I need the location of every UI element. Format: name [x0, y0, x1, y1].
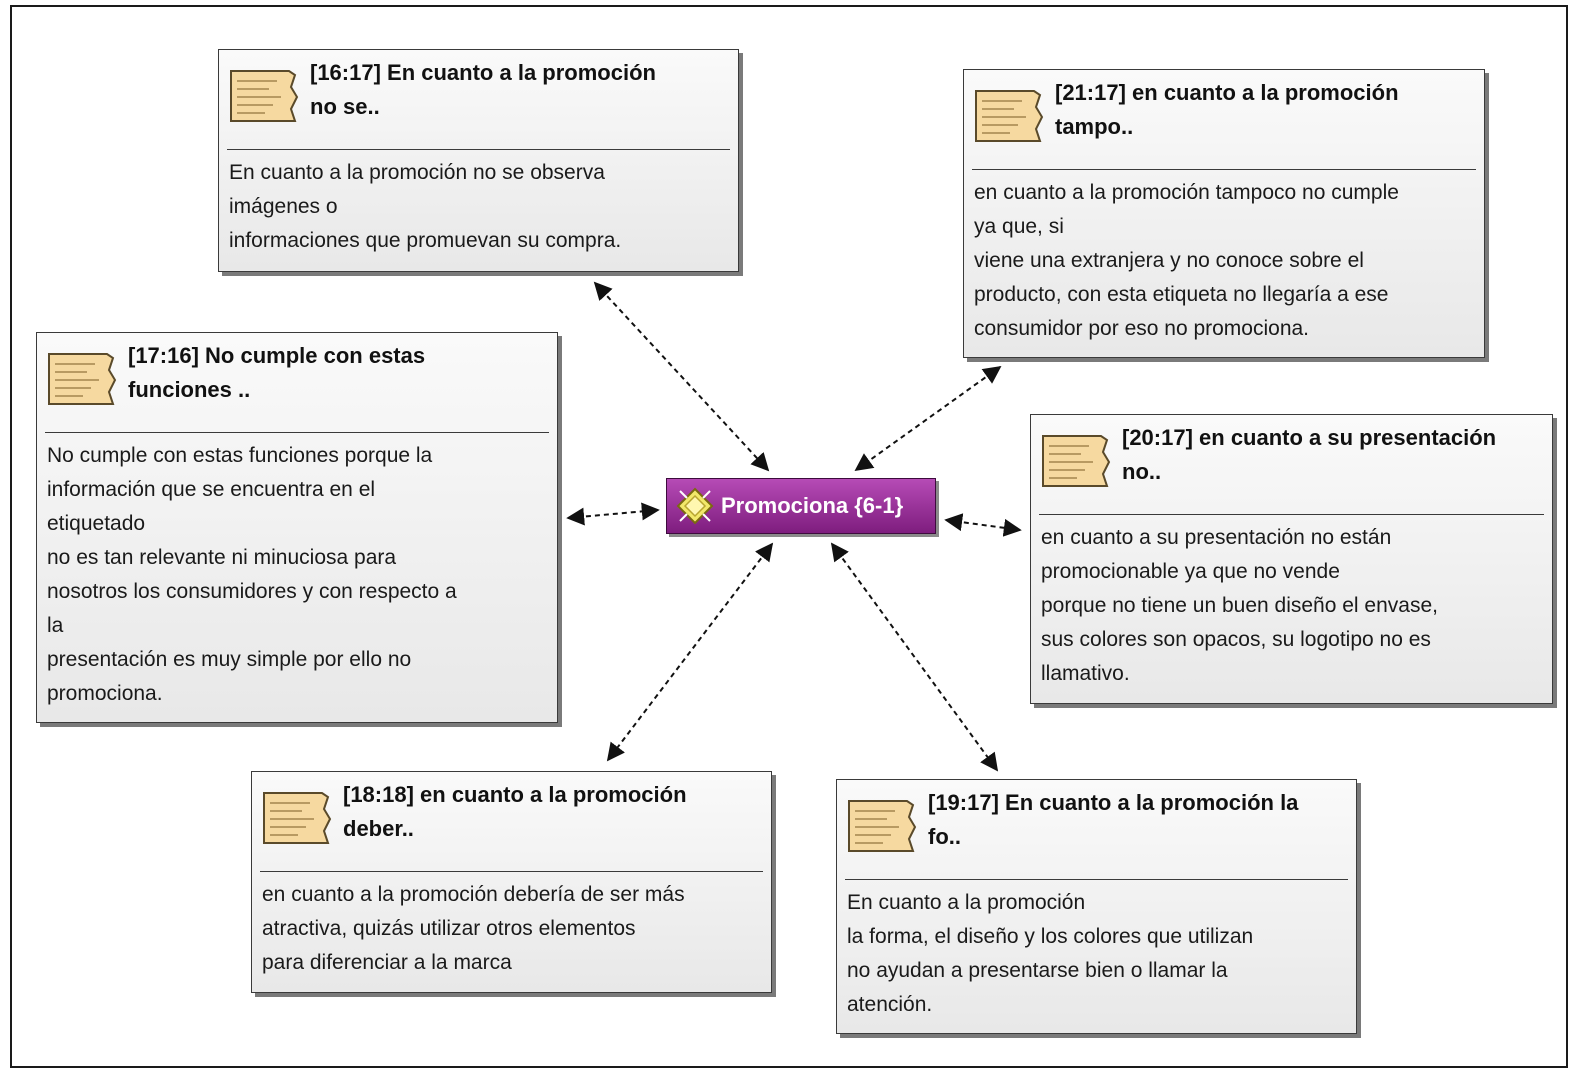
quote-node[interactable]: [20:17] en cuanto a su presentación no..… — [1030, 414, 1553, 704]
document-quote-icon — [263, 792, 332, 844]
document-quote-icon — [975, 90, 1044, 142]
quote-body: en cuanto a la promoción tampoco no cump… — [974, 181, 1399, 340]
code-label: Promociona {6-1} — [721, 493, 904, 518]
code-diamond-icon — [676, 487, 714, 525]
quote-body: en cuanto a su presentación no están pro… — [1041, 526, 1438, 685]
quote-title: [16:17] En cuanto a la promoción no se.. — [310, 60, 656, 119]
quote-node[interactable]: [17:16] No cumple con estas funciones ..… — [36, 332, 558, 723]
document-quote-icon — [848, 800, 917, 852]
quote-node[interactable]: [19:17] En cuanto a la promoción la fo..… — [836, 779, 1357, 1034]
quote-title: [18:18] en cuanto a la promoción deber.. — [343, 782, 687, 841]
document-quote-icon — [1042, 435, 1111, 487]
quote-title: [19:17] En cuanto a la promoción la fo.. — [928, 790, 1299, 849]
quote-node[interactable]: [16:17] En cuanto a la promoción no se..… — [218, 49, 739, 272]
document-quote-icon — [48, 353, 117, 405]
quote-title: [20:17] en cuanto a su presentación no.. — [1122, 425, 1497, 484]
quote-body: en cuanto a la promoción debería de ser … — [262, 883, 685, 974]
edge-21-17 — [854, 365, 1002, 472]
edge-19-17 — [830, 542, 999, 772]
quote-body: No cumple con estas funciones porque la … — [47, 444, 457, 705]
edge-16-17 — [593, 281, 770, 472]
document-quote-icon — [230, 70, 299, 122]
quote-body: En cuanto a la promoción la forma, el di… — [847, 891, 1254, 1016]
quote-node[interactable]: [18:18] en cuanto a la promoción deber..… — [251, 771, 772, 993]
quote-node[interactable]: [21:17] en cuanto a la promoción tampo..… — [963, 69, 1485, 358]
quote-body: En cuanto a la promoción no se observa i… — [229, 161, 622, 252]
code-node[interactable]: Promociona {6-1} — [666, 478, 936, 534]
quote-title: [21:17] en cuanto a la promoción tampo.. — [1055, 80, 1399, 139]
edge-18-18 — [606, 542, 774, 762]
edge-17-16 — [566, 502, 660, 526]
edge-20-17 — [944, 513, 1022, 537]
quote-title: [17:16] No cumple con estas funciones .. — [128, 343, 426, 402]
